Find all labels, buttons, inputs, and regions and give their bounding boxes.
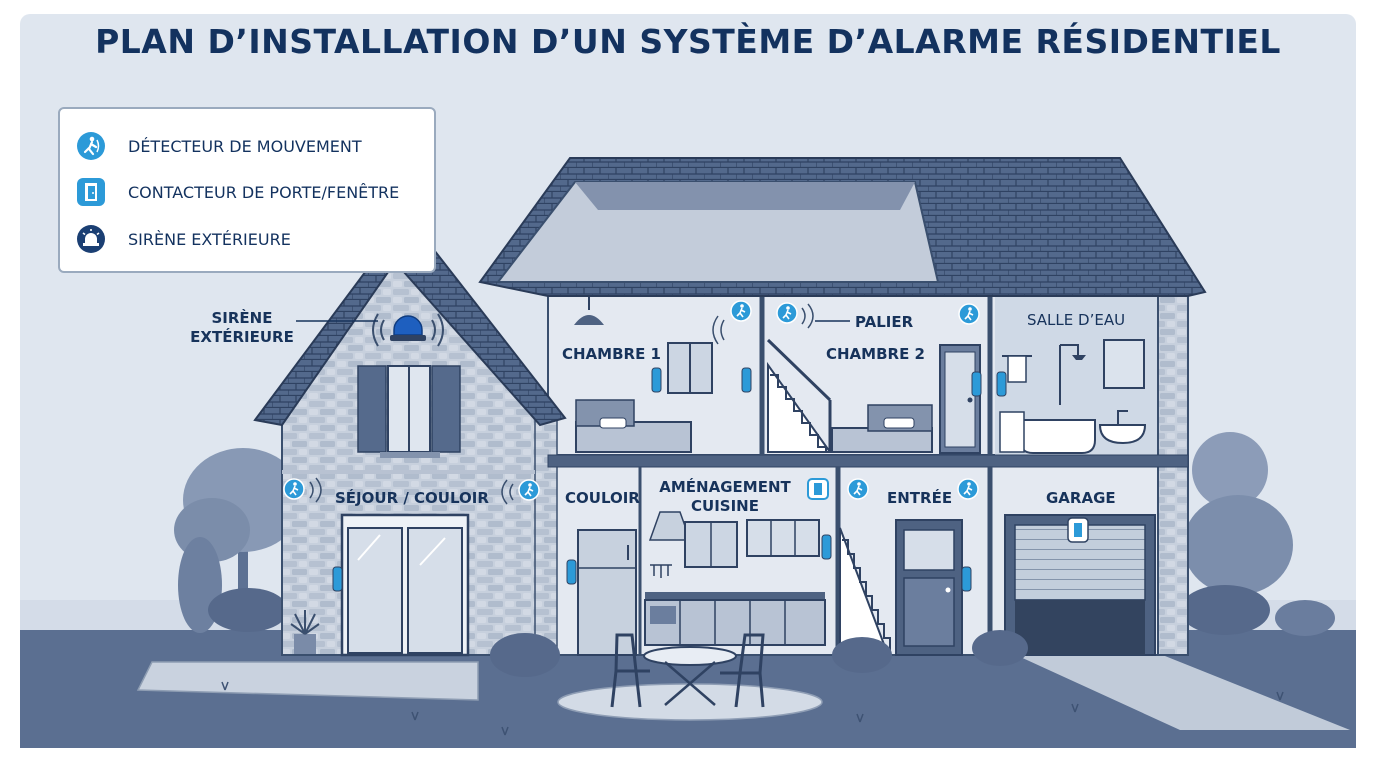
grass-tufts — [221, 681, 1284, 736]
legend-label: DÉTECTEUR DE MOUVEMENT — [128, 136, 362, 156]
motion-detector-icon — [283, 478, 305, 500]
tree-right — [1180, 432, 1335, 636]
driveway — [1005, 650, 1350, 730]
tree-left — [174, 448, 303, 633]
motion-detector-icon — [518, 479, 540, 501]
bathtub — [999, 411, 1096, 454]
towel-rail — [1002, 355, 1032, 383]
page-title: PLAN D’INSTALLATION D’UN SYSTÈME D’ALARM… — [95, 22, 1281, 61]
contact-sensor-icon — [821, 534, 832, 560]
shower — [1059, 344, 1086, 405]
label-bedroom-1: CHAMBRE 1 — [562, 345, 661, 363]
label-bedroom-2: CHAMBRE 2 — [826, 345, 925, 363]
label-kitchen: AMÉNAGEMENT CUISINE — [655, 478, 795, 516]
label-living-room: SÉJOUR / COULOIR — [335, 489, 489, 507]
bed-1 — [575, 399, 692, 453]
label-line: EXTÉRIEURE — [190, 328, 294, 346]
potted-plant — [290, 610, 320, 654]
motion-detector-icon — [847, 478, 869, 500]
legend-item-motion: DÉTECTEUR DE MOUVEMENT — [76, 128, 362, 164]
patio-chair-left — [610, 633, 650, 708]
contact-sensor-icon — [996, 371, 1007, 397]
contact-sensor-icon — [332, 566, 343, 592]
living-room-floor — [282, 470, 535, 474]
kitchen-hood — [648, 511, 692, 541]
contact-sensor-icon — [807, 478, 829, 500]
stone-column-right — [1157, 294, 1189, 656]
label-hallway: COULOIR — [565, 489, 640, 507]
floor-slab — [547, 454, 1189, 468]
contact-sensor-icon — [651, 367, 662, 393]
patio-table — [643, 646, 737, 706]
label-exterior-siren: SIRÈNE EXTÉRIEURE — [184, 309, 300, 347]
label-entrance: ENTRÉE — [887, 489, 953, 507]
label-bathroom: SALLE D’EAU — [1027, 311, 1126, 329]
contact-sensor-icon — [741, 367, 752, 393]
exterior-siren — [372, 313, 444, 347]
kitchen-counter — [644, 592, 826, 646]
motion-detector-icon — [776, 302, 798, 324]
siren-icon — [77, 225, 105, 253]
terrace — [136, 661, 479, 701]
legend-label: CONTACTEUR DE PORTE/FENÊTRE — [128, 182, 400, 202]
motion-detector-icon — [730, 300, 752, 322]
motion-detector-icon — [957, 478, 979, 500]
staircase-upper — [766, 338, 832, 453]
contact-sensor-icon — [961, 566, 972, 592]
label-line: SIRÈNE — [211, 309, 273, 327]
front-door — [895, 519, 963, 656]
contact-sensor-icon — [566, 559, 577, 585]
upper-window-left — [357, 365, 461, 458]
door-bedroom-2 — [939, 344, 981, 454]
bush — [490, 633, 560, 677]
patio-door — [340, 513, 470, 657]
label-garage: GARAGE — [1046, 489, 1116, 507]
utensils — [650, 564, 672, 578]
contact-sensor-icon — [1067, 517, 1089, 543]
bed-2 — [831, 404, 933, 453]
kitchen-window — [684, 521, 738, 568]
label-landing: PALIER — [855, 313, 914, 331]
motion-detector-icon — [77, 132, 105, 160]
label-line: AMÉNAGEMENT — [659, 478, 791, 496]
motion-waves — [501, 479, 514, 505]
window-bedroom-1 — [667, 342, 713, 394]
motion-waves — [712, 315, 725, 345]
bathroom-sink — [1098, 339, 1147, 445]
legend-item-siren: SIRÈNE EXTÉRIEURE — [76, 221, 291, 257]
wall-cabinets — [746, 519, 820, 557]
patio-rug — [557, 683, 823, 721]
label-line: CUISINE — [691, 497, 759, 515]
patio-chair-right — [720, 633, 765, 708]
motion-waves — [801, 303, 814, 329]
legend-label: SIRÈNE EXTÉRIEURE — [128, 229, 291, 249]
motion-waves — [309, 477, 322, 503]
contact-sensor-icon — [971, 371, 982, 397]
ceiling-lamp — [574, 297, 604, 325]
bush — [832, 637, 892, 673]
door-window-contact-icon — [77, 178, 105, 206]
motion-detector-icon — [958, 303, 980, 325]
legend: DÉTECTEUR DE MOUVEMENT CONTACTEUR DE POR… — [58, 107, 436, 273]
attic-shadow — [575, 182, 915, 210]
legend-item-contact: CONTACTEUR DE PORTE/FENÊTRE — [76, 174, 399, 210]
bush — [972, 630, 1028, 666]
